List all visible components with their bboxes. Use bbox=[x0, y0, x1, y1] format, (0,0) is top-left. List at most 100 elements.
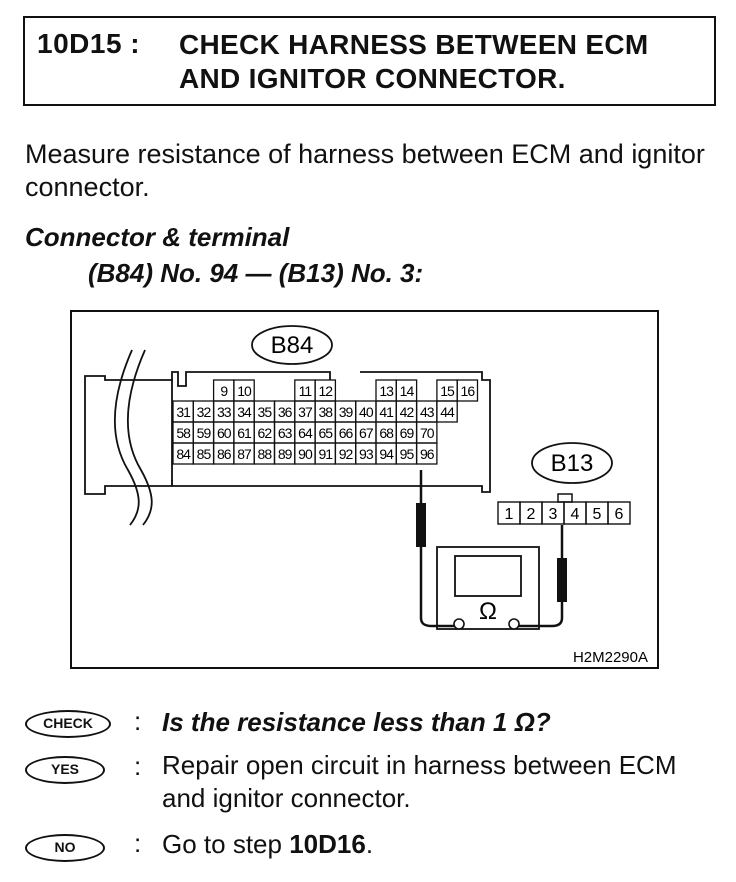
b13-label: B13 bbox=[551, 450, 594, 477]
step-header-box: 10D15 : CHECK HARNESS BETWEEN ECM AND IG… bbox=[23, 16, 716, 106]
b84-terminal-number: 35 bbox=[258, 404, 273, 420]
diagram-frame bbox=[70, 310, 659, 669]
b84-terminal-number: 12 bbox=[318, 383, 333, 399]
b13-pin-number: 3 bbox=[549, 506, 558, 523]
harness-cut-line-1 bbox=[114, 349, 140, 526]
connector-heading: Connector & terminal bbox=[25, 222, 290, 252]
check-colon: : bbox=[134, 706, 142, 736]
step-title-line-2: AND IGNITOR CONNECTOR. bbox=[179, 63, 566, 94]
b84-terminal-cell bbox=[356, 380, 376, 401]
b84-terminal-number: 66 bbox=[339, 425, 354, 441]
b13-pin-cell bbox=[607, 501, 631, 525]
b84-terminal-number: 91 bbox=[318, 446, 333, 462]
b84-connector bbox=[84, 371, 491, 495]
harness-cut-line-2 bbox=[127, 349, 153, 526]
b84-terminal-number: 64 bbox=[298, 425, 313, 441]
b84-terminal-number: 9 bbox=[220, 383, 228, 399]
b84-terminal-number: 96 bbox=[420, 446, 435, 462]
b84-terminal-cell bbox=[415, 442, 438, 465]
b84-terminal-number: 60 bbox=[217, 425, 232, 441]
b84-terminal-number: 14 bbox=[400, 383, 415, 399]
no-step-link: 10D16 bbox=[289, 829, 366, 859]
b84-terminal-number: 31 bbox=[176, 404, 191, 420]
connector-detail: (B84) No. 94 — (B13) No. 3: bbox=[88, 258, 424, 288]
yes-colon: : bbox=[134, 751, 142, 781]
b84-terminal-cell bbox=[456, 379, 479, 402]
b84-label: B84 bbox=[271, 332, 314, 359]
b84-terminal-number: 88 bbox=[258, 446, 273, 462]
step-title-line-1: CHECK HARNESS BETWEEN ECM bbox=[179, 29, 649, 60]
b84-terminal-number: 10 bbox=[237, 383, 252, 399]
b84-terminal-cell bbox=[417, 380, 437, 401]
check-badge: CHECK bbox=[25, 710, 111, 738]
b13-pin-number: 1 bbox=[505, 506, 514, 523]
test-lead-b13 bbox=[519, 525, 567, 628]
b84-terminal-number: 67 bbox=[359, 425, 374, 441]
b84-terminal-number: 63 bbox=[278, 425, 293, 441]
b84-terminal-number: 36 bbox=[278, 404, 293, 420]
b84-terminal-number: 39 bbox=[339, 404, 354, 420]
b84-terminal-number: 43 bbox=[420, 404, 435, 420]
b84-terminal-cell bbox=[335, 380, 355, 401]
b13-pin-number: 5 bbox=[593, 506, 602, 523]
b84-terminal-number: 61 bbox=[237, 425, 252, 441]
yes-badge: YES bbox=[25, 756, 105, 784]
no-text-prefix: Go to step bbox=[162, 829, 290, 859]
b13-pin-number: 4 bbox=[571, 506, 580, 523]
b84-terminal-number: 86 bbox=[217, 446, 232, 462]
b84-terminal-number: 58 bbox=[176, 425, 191, 441]
figure-code: H2M2290A bbox=[573, 649, 648, 666]
step-id: 10D15 : bbox=[37, 28, 141, 59]
instruction-text: Measure resistance of harness between EC… bbox=[25, 139, 705, 202]
b84-terminal-number: 94 bbox=[379, 446, 394, 462]
b84-terminal-number: 70 bbox=[420, 425, 435, 441]
b84-terminal-number: 85 bbox=[197, 446, 212, 462]
b84-terminal-number: 38 bbox=[318, 404, 333, 420]
b84-terminal-grid: 9 10 11 12 13 14 15 16 31 32 33 34 35 36 37 38 39 40 41 42 4… bbox=[172, 379, 479, 465]
b84-terminal-number: 13 bbox=[379, 383, 394, 399]
b84-terminal-number: 16 bbox=[461, 383, 476, 399]
no-badge: NO bbox=[25, 834, 105, 862]
b84-terminal-number: 42 bbox=[400, 404, 415, 420]
b13-pin-number: 6 bbox=[615, 506, 624, 523]
b84-label-ellipse bbox=[251, 325, 333, 365]
ohm-meter: Ω bbox=[436, 546, 540, 630]
b84-terminal-number: 11 bbox=[299, 383, 313, 399]
b84-terminal-number: 37 bbox=[298, 404, 313, 420]
b84-terminal-number: 95 bbox=[400, 446, 415, 462]
b84-terminal-number: 87 bbox=[237, 446, 252, 462]
no-colon: : bbox=[134, 828, 142, 858]
no-text-suffix: . bbox=[365, 829, 374, 859]
b13-pin-number: 2 bbox=[527, 506, 536, 523]
b84-terminal-number: 90 bbox=[298, 446, 313, 462]
b84-terminal-cell bbox=[275, 380, 295, 401]
b84-terminal-number: 69 bbox=[400, 425, 415, 441]
b84-terminal-cell bbox=[254, 380, 274, 401]
b84-terminal-number: 44 bbox=[440, 404, 455, 420]
b84-terminal-number: 59 bbox=[197, 425, 212, 441]
b13-label-ellipse bbox=[531, 442, 613, 484]
b84-terminal-number: 33 bbox=[217, 404, 232, 420]
yes-text: Repair open circuit in harness between E… bbox=[162, 750, 677, 813]
test-lead-b84 bbox=[416, 470, 454, 628]
b84-terminal-number: 32 bbox=[197, 404, 212, 420]
b84-terminal-number: 41 bbox=[379, 404, 394, 420]
no-text: Go to step 10D16. bbox=[162, 828, 722, 861]
b84-terminal-number: 62 bbox=[258, 425, 273, 441]
b84-terminal-number: 15 bbox=[440, 383, 455, 399]
b84-terminal-number: 89 bbox=[278, 446, 293, 462]
b84-terminal-number: 93 bbox=[359, 446, 374, 462]
b84-terminal-number: 92 bbox=[339, 446, 354, 462]
b84-terminal-number: 84 bbox=[176, 446, 191, 462]
b84-terminal-cell bbox=[436, 400, 458, 423]
ohm-symbol: Ω bbox=[479, 598, 497, 625]
b84-terminal-number: 68 bbox=[379, 425, 394, 441]
b84-terminal-number: 34 bbox=[237, 404, 252, 420]
check-question: Is the resistance less than 1 Ω? bbox=[162, 707, 551, 737]
b84-terminal-number: 40 bbox=[359, 404, 374, 420]
b84-terminal-cell bbox=[193, 380, 213, 401]
step-title: CHECK HARNESS BETWEEN ECM AND IGNITOR CO… bbox=[179, 28, 649, 96]
b84-terminal-cell bbox=[173, 380, 193, 401]
